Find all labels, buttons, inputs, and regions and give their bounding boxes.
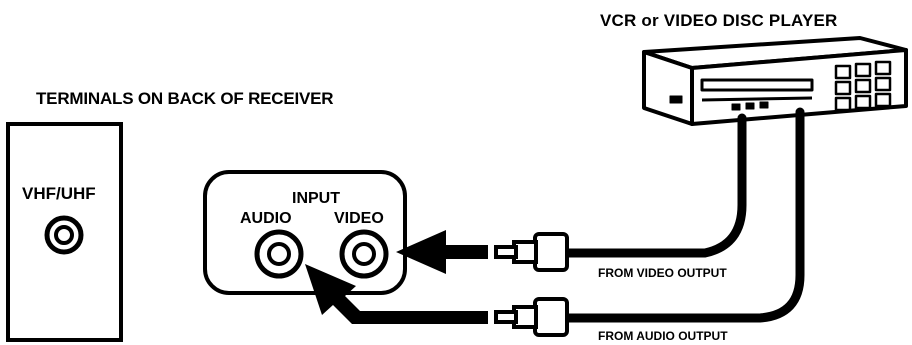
- terminals-title: TERMINALS ON BACK OF RECEIVER: [36, 89, 334, 108]
- audio-cable: [560, 107, 805, 323]
- vhf-uhf-label: VHF/UHF: [22, 184, 96, 203]
- video-arrow-icon: [396, 230, 488, 274]
- audio-arrow-icon: [305, 264, 488, 324]
- video-label: VIDEO: [334, 210, 384, 227]
- video-cable: [560, 113, 747, 258]
- vhf-uhf-panel: [6, 122, 123, 342]
- audio-plug: [494, 297, 569, 337]
- input-panel: [203, 170, 407, 295]
- from-video-output-label: FROM VIDEO OUTPUT: [598, 266, 727, 280]
- input-label: INPUT: [292, 190, 340, 207]
- vcr-title: VCR or VIDEO DISC PLAYER: [600, 11, 838, 30]
- video-plug: [494, 232, 569, 272]
- audio-label: AUDIO: [240, 210, 292, 227]
- vcr-unit: [642, 36, 908, 126]
- from-audio-output-label: FROM AUDIO OUTPUT: [598, 329, 728, 343]
